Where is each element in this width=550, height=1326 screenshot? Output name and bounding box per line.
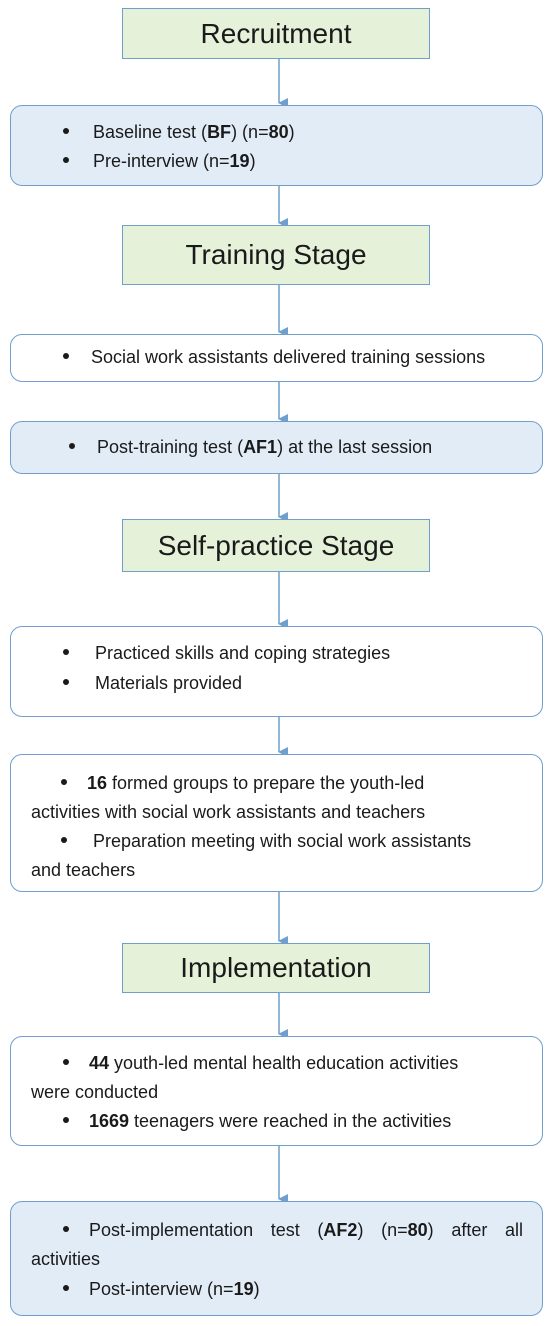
preparation-meeting-item-line2: and teachers [31,860,136,880]
bullet [63,1059,69,1066]
groups-box: 16 formed groups to prepare the youth-le… [10,754,543,892]
bullet [63,353,69,360]
stage-recruitment-label: Recruitment [200,17,352,49]
post-implementation-box: Post-implementation test (AF2) (n=80) af… [10,1201,543,1316]
recruitment-box: Baseline test (BF) (n=80) Pre-interview … [10,105,543,186]
pre-interview-item: Pre-interview (n=19) [63,147,256,176]
stage-implementation-label: Implementation [180,952,372,983]
bullet [61,837,67,844]
post-training-test-item: Post-training test (AF1) at the last ses… [69,433,432,462]
bullet [63,128,69,135]
bullet [63,1117,69,1124]
practiced-skills-item: Practiced skills and coping strategies [63,639,390,668]
stage-implementation: Implementation [122,943,430,993]
preparation-meeting-item-line1: Preparation meeting with social work ass… [61,827,471,856]
formed-groups-item-line1: 16 formed groups to prepare the youth-le… [61,769,424,798]
stage-self-practice-label: Self-practice Stage [157,529,395,561]
bullet [63,157,69,164]
baseline-test-item: Baseline test (BF) (n=80) [63,118,295,147]
implementation-box: 44 youth-led mental health education act… [10,1036,543,1146]
bullet [63,1285,69,1292]
training-sessions-item: Social work assistants delivered trainin… [63,343,485,372]
bullet [63,649,69,656]
bullet [63,1226,69,1233]
training-sessions-box: Social work assistants delivered trainin… [10,334,543,382]
stage-training-label: Training Stage [185,239,367,270]
post-implementation-test-item-line2: activities [31,1249,101,1269]
self-practice-box: Practiced skills and coping strategies M… [10,626,543,717]
stage-training: Training Stage [122,225,430,285]
bullet [63,679,69,686]
activities-item-line1: 44 youth-led mental health education act… [63,1049,458,1078]
post-implementation-test-item-line1: Post-implementation test (AF2) (n=80) af… [63,1216,523,1245]
stage-recruitment: Recruitment [122,8,430,59]
post-training-test-box: Post-training test (AF1) at the last ses… [10,421,543,474]
activities-item-line2: were conducted [31,1082,159,1102]
teenagers-reached-item: 1669 teenagers were reached in the activ… [63,1107,451,1136]
bullet [69,443,75,450]
formed-groups-item-line2: activities with social work assistants a… [31,802,426,822]
bullet [61,779,67,786]
post-interview-item: Post-interview (n=19) [63,1275,260,1304]
materials-provided-item: Materials provided [63,669,242,698]
stage-self-practice: Self-practice Stage [122,519,430,572]
